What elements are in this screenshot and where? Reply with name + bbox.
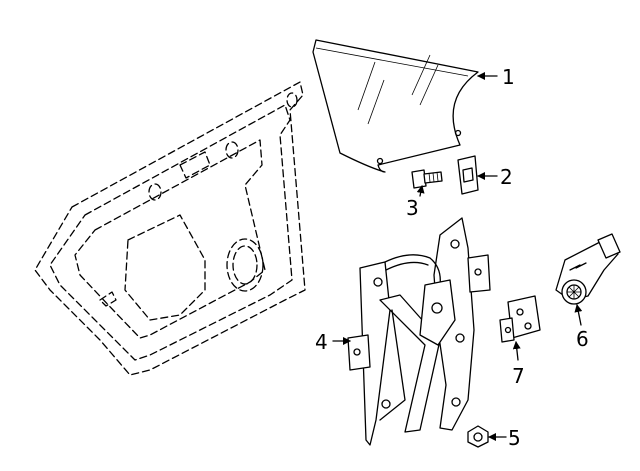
door-inner-panel [34, 81, 306, 376]
callout-numbers: 1 2 3 4 5 6 7 [315, 65, 589, 450]
leader-6 [574, 304, 583, 326]
callout-6: 6 [576, 327, 589, 351]
clip-part-2 [457, 155, 479, 195]
callout-2: 2 [500, 165, 513, 189]
callout-4: 4 [315, 330, 328, 354]
callout-7: 7 [512, 364, 525, 388]
motor-part-6 [555, 233, 621, 305]
bolt-part-3 [411, 169, 443, 189]
callout-3: 3 [406, 196, 419, 220]
module-part-7 [499, 295, 541, 343]
leader-3 [416, 185, 425, 197]
door-glass-part-1 [312, 39, 479, 173]
nut-part-5 [467, 425, 489, 448]
leader-lines [332, 72, 583, 441]
leader-7 [512, 341, 521, 361]
window-regulator-part-4 [347, 217, 491, 446]
callout-5: 5 [508, 426, 521, 450]
callout-1: 1 [502, 65, 515, 89]
